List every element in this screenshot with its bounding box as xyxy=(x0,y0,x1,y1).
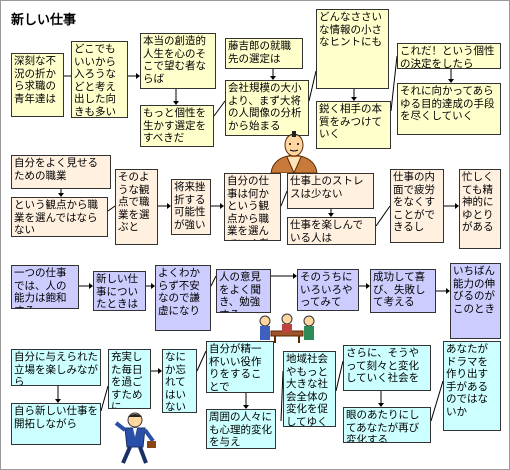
row1-box-2: どこでもいいから入ろうなどと考え出した向きも多い xyxy=(71,41,128,118)
row1-box-8: 鋭く相手の本質をみつけていく xyxy=(316,101,391,149)
row4-box-6: 周囲の人々にも心理的変化を与え xyxy=(206,409,276,449)
row4-box-3: 充実した毎日を過ごすために xyxy=(108,349,151,409)
meeting-figure xyxy=(259,313,315,343)
row1-box-3: 本当の創造的人生を心のそこで望む者ならば xyxy=(140,33,216,89)
row3-box-5: そのうちにいろいろやってみて xyxy=(297,269,359,311)
row4-box-10: あなたがドラマを作り出す手があるのではないか xyxy=(443,341,501,431)
row4-box-5: 自分が精一杯いい役作りをすることで xyxy=(206,341,274,393)
row4-box-1: 自分に与えられた立場を楽しみながら xyxy=(11,349,101,386)
row4-box-4: なにか忘れてはいないだろうか xyxy=(162,349,197,413)
row2-box-7: 仕事を楽しんでいる人は xyxy=(287,217,376,245)
row2-box-5: 自分の仕事は何かという観点から職業を選んでいく者は xyxy=(224,173,281,241)
row3-box-3: よくわからず不安なので謙虚になり xyxy=(155,265,211,331)
page-title: 新しい仕事 xyxy=(11,13,77,28)
samurai-figure xyxy=(270,131,318,173)
row2-box-6: 仕事上のストレスは少ない xyxy=(287,173,374,209)
row2-box-8: 仕事の内面で疲労をなくすことができるし xyxy=(390,169,444,243)
row1-box-1: 深刻な不況の折から求職の青年達は xyxy=(11,53,64,117)
row2-box-2: という観点から職業を選んではならない xyxy=(11,197,108,237)
row1-box-5: 藤吉郎の就職先の選定は xyxy=(225,38,303,69)
businessman-figure xyxy=(114,412,156,464)
row1-box-7: どんなささいな情報の小さなヒントにも xyxy=(316,9,389,89)
row2-box-9: 忙しくても精神的にゆとりがある xyxy=(459,169,501,249)
row4-box-2: 自ら新しい仕事を開拓しながら xyxy=(11,403,101,445)
row4-box-9: 眼のあたりにしてあなたが再び変化する xyxy=(343,407,431,443)
row1-box-9: これだ！という個性の決定をしたら xyxy=(397,43,501,69)
row3-box-7: いちばん能力の伸びるのがこのとき xyxy=(450,263,501,339)
row2-box-3: そのような観点で職業を選ぶと xyxy=(115,169,158,245)
row3-box-4: 人の意見をよく聞き、勉強する xyxy=(216,269,271,313)
row1-box-10: それに向かってあらゆる目的達成の手段を尽くしていく xyxy=(397,83,501,135)
row4-box-7: 地域社会やもっと大きな社会全体の変化を促してゆく xyxy=(283,351,336,427)
row2-box-4: 将来挫折する可能性が強い xyxy=(171,179,211,235)
row3-box-6: 成功して喜び、失敗して考える xyxy=(370,269,436,313)
row1-box-6: 会社規模の大小より、まず大将の人間像の分析から始まる xyxy=(225,80,309,136)
row4-box-8: さらに、そうやって刻々と変化していく社会を xyxy=(343,345,431,391)
row1-box-4: もっと個性を生かす選定をすべきだ xyxy=(140,105,214,147)
row3-box-1: 一つの仕事では、人の能力は飽和する xyxy=(11,265,79,309)
row2-box-1: 自分をよく見せるための職業 xyxy=(11,155,111,189)
row3-box-2: 新しい仕事についたときは xyxy=(93,271,146,311)
